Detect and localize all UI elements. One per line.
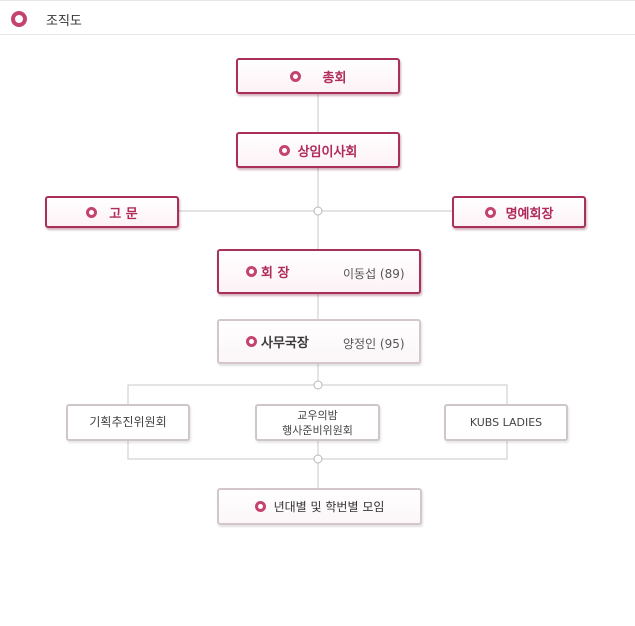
ring-bullet-icon (86, 206, 98, 218)
committee-box: KUBS LADIES (444, 404, 568, 441)
secretary-general-title: 사무국장 (261, 336, 309, 351)
page-title: 조직도 (46, 14, 82, 29)
ring-bullet-icon (254, 501, 266, 512)
honorary-chair-label: 명예회장 (505, 206, 554, 222)
page-header: 조직도 (0, 0, 635, 35)
advisor-label: 고 문 (109, 206, 138, 222)
committee-label-line1: 교우의밤 (297, 408, 338, 422)
committee-label-line2: 행사준비위원회 (282, 423, 353, 437)
ring-bullet-icon (246, 266, 257, 277)
ring-bullet-icon (289, 70, 301, 82)
ring-bullet-icon (11, 11, 27, 27)
committee-box: 기획추진위원회 (66, 404, 190, 441)
general-assembly-box: 총회 (236, 58, 400, 94)
committee-label: KUBS LADIES (469, 416, 543, 429)
committee-label: 기획추진위원회 (89, 415, 167, 429)
junction-dot (313, 454, 323, 464)
class-meetings-box: 년대별 및 학번별 모임 (217, 488, 422, 525)
chairman-box: 회 장 이동섭 (89) (217, 249, 421, 294)
chairman-name: 이동섭 (89) (343, 267, 405, 281)
advisor-box: 고 문 (45, 196, 179, 228)
ring-bullet-icon (246, 336, 257, 347)
ring-bullet-icon (484, 206, 496, 218)
secretary-general-name: 양정인 (95) (343, 337, 405, 351)
honorary-chair-box: 명예회장 (452, 196, 586, 228)
class-meetings-label: 년대별 및 학번별 모임 (273, 500, 385, 514)
secretary-general-box: 사무국장 양정인 (95) (217, 319, 421, 364)
junction-dot (313, 206, 323, 216)
chairman-title: 회 장 (261, 266, 290, 281)
general-assembly-label: 총회 (322, 70, 347, 86)
committee-box: 교우의밤 행사준비위원회 (255, 404, 380, 441)
junction-dot (313, 380, 323, 390)
standing-board-box: 상임이사회 (236, 132, 400, 168)
standing-board-label: 상임이사회 (297, 144, 358, 160)
ring-bullet-icon (278, 144, 290, 156)
